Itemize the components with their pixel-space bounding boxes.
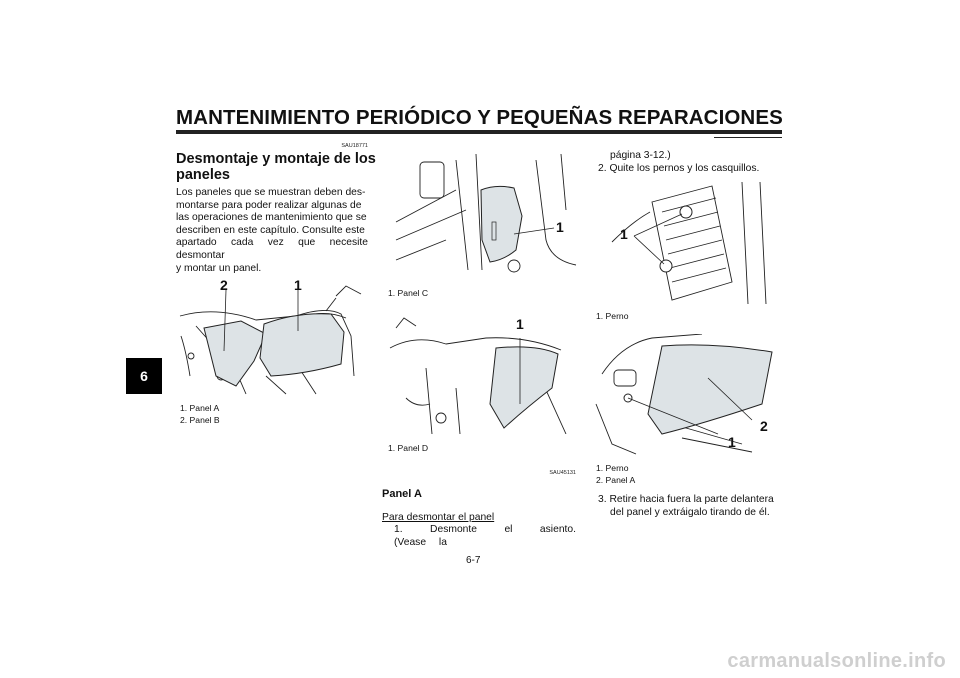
para-line: describen en este capítulo. Consulte est… — [176, 224, 365, 236]
panel-a-shape — [259, 313, 345, 377]
callout-1: 1 — [556, 219, 564, 235]
step-1: 1. Desmonte el asiento. (Vease la — [394, 524, 576, 548]
figure-caption: 1. Perno 2. Panel A — [596, 462, 635, 486]
subheading: Panel A — [382, 488, 422, 500]
step-2: 2. Quite los pernos y los casquillos. — [598, 163, 760, 174]
procedure-title: Para desmontar el panel — [382, 512, 495, 523]
para-line: las operaciones de mantenimiento que se — [176, 212, 367, 224]
section-code: SAU18771 — [341, 143, 368, 149]
figure-caption: 1. Perno — [596, 311, 629, 321]
figure-panel-a-bolt — [595, 334, 773, 455]
callout-1: 1 — [516, 316, 524, 332]
figure-bolts — [611, 182, 767, 304]
page-title: MANTENIMIENTO PERIÓDICO Y PEQUEÑAS REPAR… — [176, 106, 783, 129]
step-1-cont: página 3-12.) — [610, 150, 671, 161]
section-code: SAU45131 — [549, 470, 576, 476]
step-3-line: 3. Retire hacia fuera la parte delantera — [598, 494, 774, 505]
title-rule — [176, 130, 782, 134]
panel-b-shape — [203, 320, 267, 387]
section-heading-line1: Desmontaje y montaje de los — [176, 151, 376, 167]
callout-1: 1 — [728, 434, 736, 450]
section-heading: Desmontaje y montaje de los paneles — [176, 151, 376, 183]
step-3-line: del panel y extráigalo tirando de él. — [610, 506, 770, 518]
figure-caption: 1. Panel D — [388, 443, 429, 453]
para-line: montarse para poder realizar algunas de — [176, 199, 362, 211]
panel-c-shape — [480, 185, 523, 263]
para-line: y montar un panel. — [176, 262, 262, 274]
intro-paragraph: Los paneles que se muestran deben des- m… — [176, 187, 368, 275]
title-rule-thin — [714, 137, 782, 138]
chapter-tab: 6 — [126, 358, 162, 394]
figure-panel-c — [395, 153, 577, 273]
callout-1: 1 — [294, 277, 302, 293]
panel-a-shape — [647, 344, 773, 435]
para-line: apartado cada vez que necesite desmontar — [176, 237, 368, 261]
figure-panels-a-b — [179, 285, 362, 395]
callout-2: 2 — [220, 277, 228, 293]
para-line: Los paneles que se muestran deben des- — [176, 187, 366, 198]
page-number: 6-7 — [466, 555, 481, 566]
caption-line: 2. Panel B — [180, 415, 220, 425]
callout-2: 2 — [760, 418, 768, 434]
caption-line: 1. Perno — [596, 463, 629, 473]
step-3: 3. Retire hacia fuera la parte delantera… — [598, 494, 780, 519]
watermark: carmanualsonline.info — [727, 650, 946, 672]
panel-d-shape — [489, 346, 559, 429]
figure-caption: 1. Panel C — [388, 288, 429, 298]
caption-line: 2. Panel A — [596, 475, 636, 485]
figure-panel-d — [389, 317, 567, 434]
section-heading-line2: paneles — [176, 167, 230, 183]
caption-line: 1. Panel A — [180, 403, 220, 413]
figure-caption: 1. Panel A 2. Panel B — [180, 402, 220, 426]
callout-1: 1 — [620, 226, 628, 242]
